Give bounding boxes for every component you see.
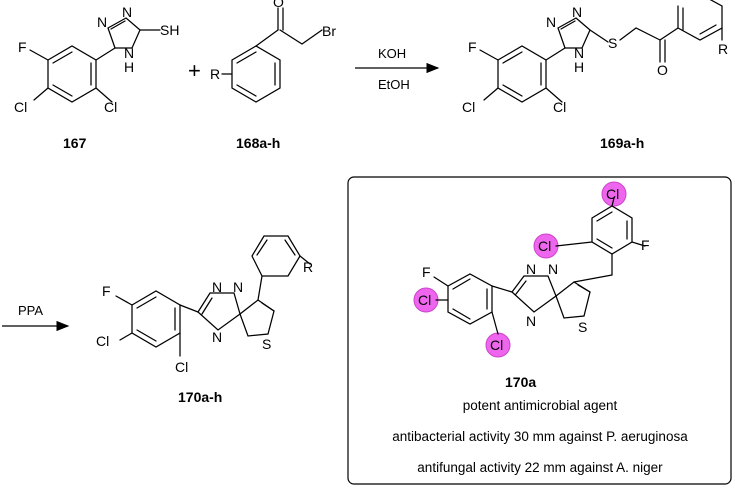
thiol-label: SH (160, 22, 179, 38)
nitrogen-label: N (124, 45, 134, 61)
oxygen-label: O (657, 62, 668, 78)
fluoro-label: F (102, 283, 111, 299)
activity-text: antifungal activity 22 mm against (417, 460, 616, 475)
sulfur-label: S (262, 336, 271, 352)
compound-id: 168a-h (236, 135, 280, 151)
nitrogen-label: N (526, 261, 536, 277)
highlight-box: F Cl Cl F Cl Cl N N N S 170a potent anti… (347, 176, 732, 485)
antifungal-activity: antifungal activity 22 mm against A. nig… (417, 460, 663, 475)
organism-name: P. aeruginosa (606, 429, 688, 444)
activity-text: antibacterial activity 30 mm against (392, 429, 606, 444)
chlorine-highlight (601, 181, 627, 207)
reaction-arrow-1: KOH EtOH (355, 46, 440, 92)
antibacterial-activity: antibacterial activity 30 mm against P. … (392, 429, 688, 444)
nitrogen-label: N (572, 4, 582, 20)
reagent-label: KOH (378, 46, 406, 61)
chloro-label: Cl (553, 99, 566, 115)
activity-summary: potent antimicrobial agent (463, 398, 618, 413)
sulfur-label: S (608, 35, 617, 51)
compound-id: 170a-h (178, 389, 222, 405)
r-group-label: R (303, 259, 313, 275)
oxygen-label: O (273, 0, 284, 10)
chloro-label: Cl (606, 186, 619, 202)
nitrogen-label: N (97, 14, 107, 30)
fluoro-label: F (468, 39, 477, 55)
compound-170a-structure: F Cl Cl F Cl Cl N N N S (413, 181, 650, 358)
reagent-label: PPA (18, 303, 43, 318)
nitrogen-label: N (546, 14, 556, 30)
compound-id: 167 (63, 135, 87, 151)
nitrogen-label: N (574, 45, 584, 61)
r-group-label: R (718, 41, 728, 57)
r-group-label: R (210, 66, 220, 82)
organism-name: A. niger (616, 460, 663, 475)
hydrogen-label: H (124, 59, 134, 75)
fluoro-label: F (641, 237, 650, 253)
chloro-label: Cl (96, 333, 109, 349)
reaction-arrow-2: PPA (2, 303, 70, 332)
chloro-label: Cl (418, 292, 431, 308)
nitrogen-label: N (122, 4, 132, 20)
hydrogen-label: H (574, 59, 584, 75)
nitrogen-label: N (212, 279, 222, 295)
compound-170-series: F Cl Cl N N N S R 170a-h (96, 235, 313, 405)
nitrogen-label: N (548, 261, 558, 277)
nitrogen-label: N (212, 329, 222, 345)
compound-id: 169a-h (600, 135, 644, 151)
chloro-label: Cl (490, 337, 503, 353)
nitrogen-label: N (526, 313, 536, 329)
sulfur-label: S (578, 319, 587, 335)
solvent-label: EtOH (378, 77, 410, 92)
compound-id: 170a (505, 374, 536, 390)
bromo-label: Br (322, 23, 336, 39)
nitrogen-label: N (233, 279, 243, 295)
fluoro-label: F (18, 39, 27, 55)
chloro-label: Cl (538, 238, 551, 254)
compound-169: F Cl Cl N N N H S O R 169a-h (462, 0, 728, 151)
chloro-label: Cl (104, 99, 117, 115)
compound-168: O Br R 168a-h (210, 0, 336, 151)
chloro-label: Cl (175, 359, 188, 375)
compound-167: F Cl Cl N N N H SH 167 (14, 4, 179, 151)
chloro-label: Cl (14, 99, 27, 115)
plus-sign: + (188, 58, 201, 83)
chloro-label: Cl (462, 99, 475, 115)
fluoro-label: F (422, 264, 431, 280)
